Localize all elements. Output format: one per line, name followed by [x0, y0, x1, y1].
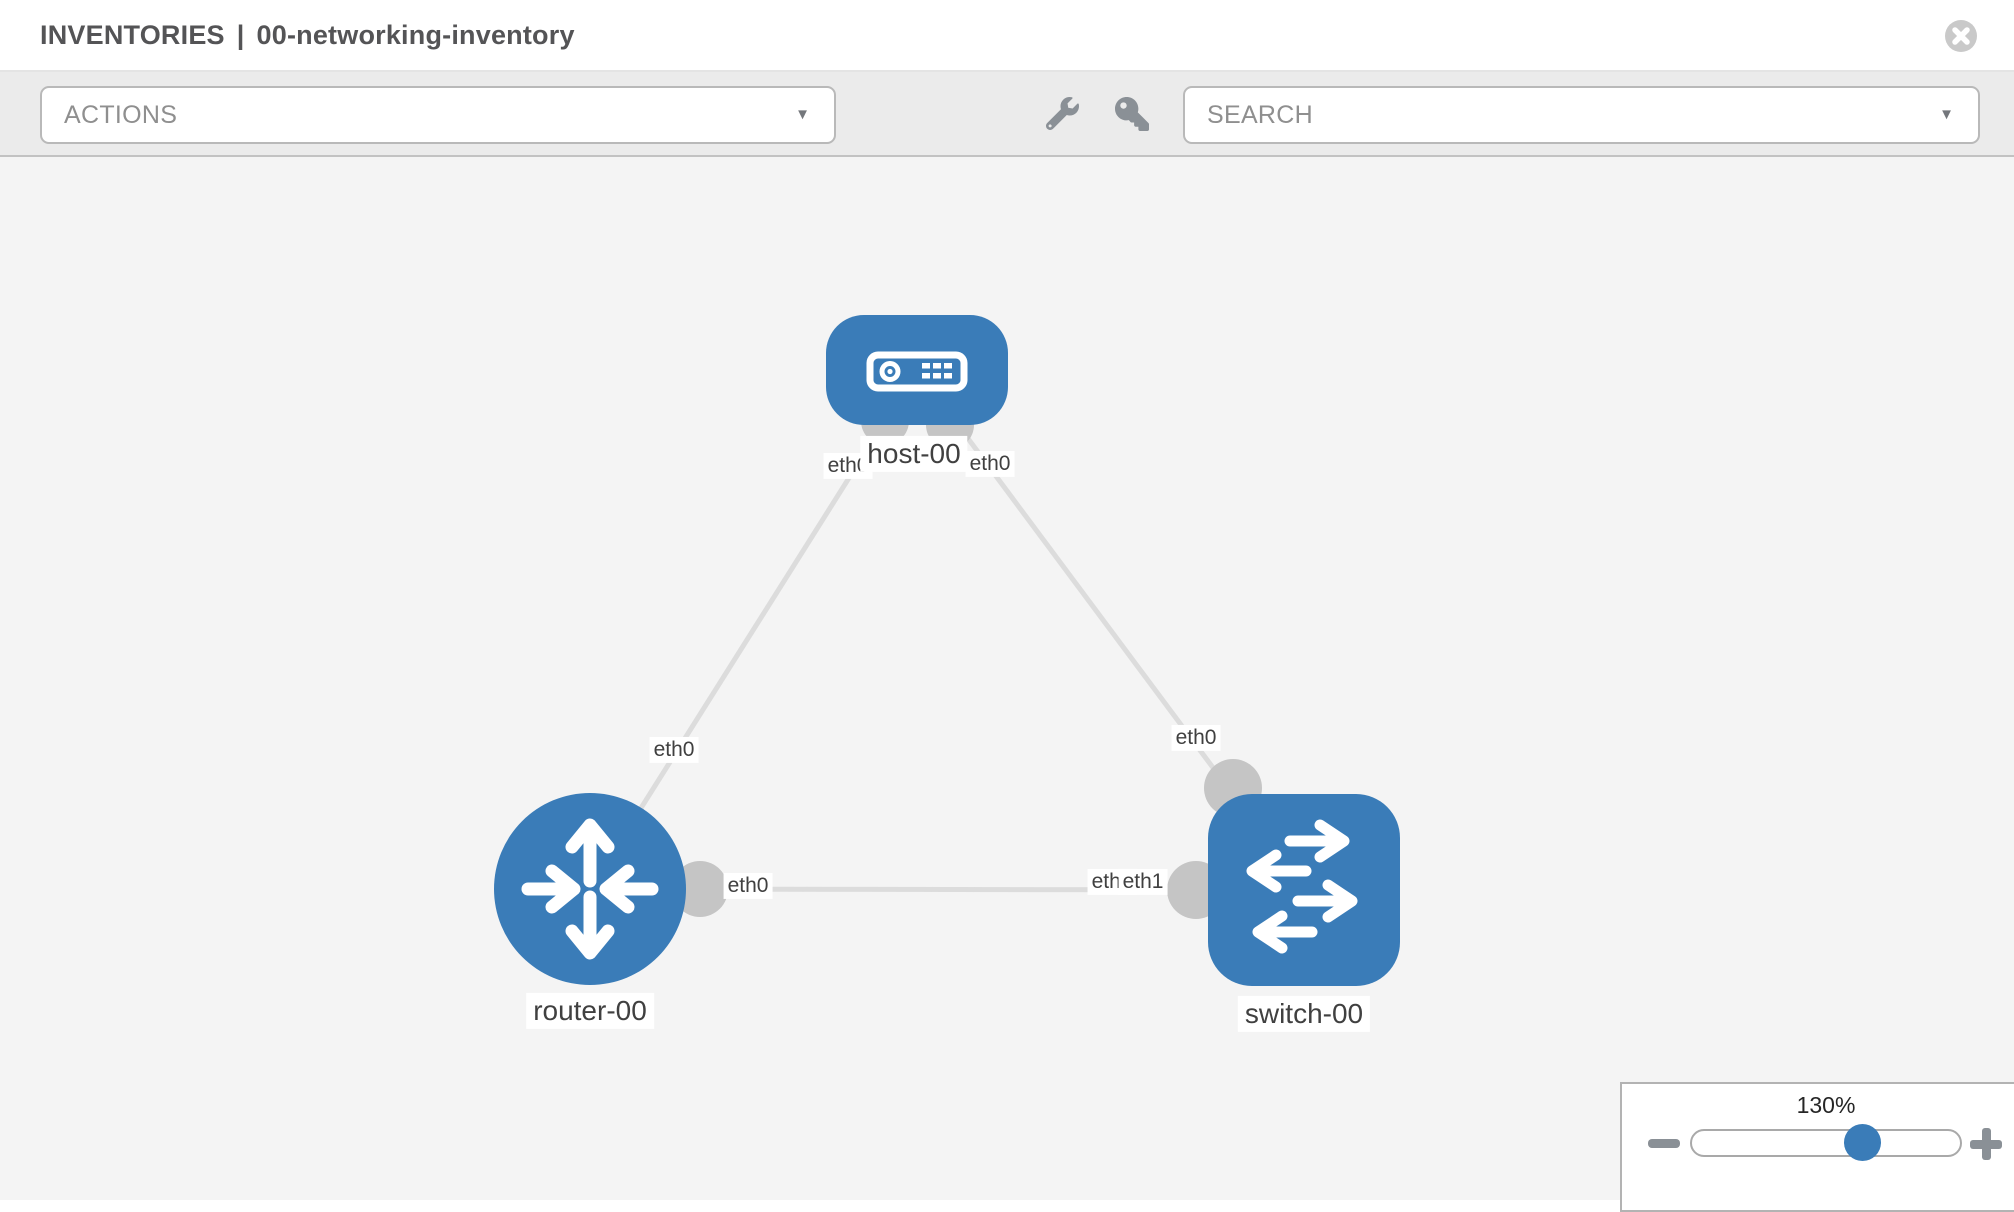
- page-title: INVENTORIES | 00-networking-inventory: [40, 0, 575, 70]
- wrench-icon: [1045, 97, 1079, 133]
- chevron-down-icon: ▼: [1939, 106, 1954, 123]
- chevron-down-icon: ▼: [795, 106, 810, 123]
- zoom-slider-track[interactable]: [1690, 1124, 1962, 1161]
- breadcrumb-section: INVENTORIES: [40, 20, 225, 50]
- zoom-level: 130%: [1796, 1092, 1856, 1118]
- actions-dropdown-label: ACTIONS: [64, 101, 178, 129]
- search-dropdown-label: SEARCH: [1207, 101, 1313, 129]
- close-icon: [1944, 20, 1978, 56]
- actions-dropdown[interactable]: ACTIONS ▼: [40, 86, 836, 144]
- node-router-00[interactable]: [494, 793, 686, 985]
- zoom-in-button[interactable]: [1970, 1128, 2002, 1160]
- inventory-name: 00-networking-inventory: [256, 20, 575, 50]
- toolbar: ACTIONS ▼ SEARCH ▼: [0, 72, 2014, 157]
- interface-port: [672, 861, 728, 917]
- minus-icon: [1648, 1139, 1680, 1148]
- header-bar: INVENTORIES | 00-networking-inventory: [0, 0, 2014, 72]
- credentials-button[interactable]: [1114, 97, 1150, 133]
- search-dropdown[interactable]: SEARCH ▼: [1183, 86, 1980, 144]
- close-button[interactable]: [1944, 19, 1978, 53]
- title-separator: |: [236, 20, 245, 50]
- tools-button[interactable]: [1044, 97, 1080, 133]
- key-icon: [1115, 97, 1149, 134]
- node-switch-00[interactable]: [1208, 794, 1400, 986]
- topology-svg: [494, 315, 1400, 986]
- node-host-00[interactable]: [826, 315, 1008, 425]
- zoom-out-button[interactable]: [1648, 1132, 1682, 1154]
- zoom-panel: 130%: [1620, 1082, 2014, 1212]
- zoom-slider-thumb[interactable]: [1844, 1124, 1881, 1161]
